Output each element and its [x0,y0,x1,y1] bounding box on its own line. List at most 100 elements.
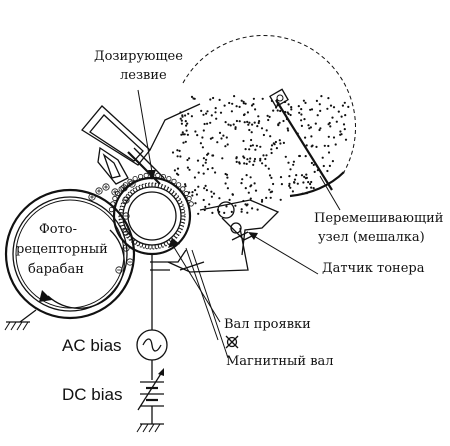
charge-sign [102,183,110,191]
toner-dot [251,123,254,126]
toner-dot [184,120,187,123]
toner-dot [329,104,333,107]
toner-dot [341,104,344,107]
toner-dot [251,207,254,210]
toner-dot [272,182,275,186]
toner-sensor-label: Датчик тонера [322,261,425,276]
toner-dot [204,184,207,187]
toner-dot [187,112,190,115]
toner-dot [276,109,279,112]
toner-particles [171,95,350,215]
carrier-bead [155,172,161,178]
toner-dot [244,148,247,151]
charge-sign [111,188,119,196]
toner-dot [250,184,253,187]
toner-dot [318,103,321,106]
toner-dot [292,163,295,166]
roller-tick [178,227,183,230]
roller-tick [176,230,181,233]
toner-dot [211,211,214,214]
toner-dot [300,113,303,116]
toner-dot [248,148,251,151]
toner-dot [268,115,271,118]
toner-dot [337,110,340,113]
toner-dot [282,119,285,123]
toner-dot [268,188,271,191]
toner-dot [202,198,205,202]
toner-dot [253,157,257,161]
toner-dot [327,123,330,126]
carrier-bead [186,195,192,202]
toner-dot [270,144,274,147]
toner-dot [270,190,274,193]
charge-sign [95,187,103,195]
drum-rotation-arrow [39,290,52,302]
toner-dot [245,174,248,177]
toner-dot [269,196,272,199]
toner-dot [191,191,194,194]
doctor-blade-label-2: лезвие [120,68,167,83]
toner-dot [202,172,205,175]
toner-dot [295,174,298,177]
toner-dot [310,145,313,148]
toner-dot [318,128,321,132]
toner-dot [212,96,215,100]
ac-bias-label: AC bias [62,336,122,355]
toner-dot [305,173,308,176]
toner-dot [235,160,238,163]
dc-bias-label: DC bias [62,385,122,404]
drum-label-2: рецепторный [16,242,108,257]
toner-dot [258,120,261,123]
toner-dot [279,109,282,113]
toner-dot [328,164,331,167]
toner-dot [214,111,217,114]
magnetic-roller-label: Магнитный вал [226,354,334,369]
developer-roller-label: Вал проявки [224,317,311,332]
toner-dot [307,124,310,127]
toner-dot [284,155,287,158]
toner-dot [331,116,334,119]
toner-dot [300,124,303,127]
carrier-bead [171,178,177,184]
roller-tick [144,244,147,249]
toner-dot [277,124,280,127]
toner-dot [202,129,205,132]
toner-dot [206,110,209,113]
toner-dot [197,171,200,174]
toner-dot [182,141,185,144]
toner-dot [205,189,208,192]
toner-dot [300,119,303,122]
toner-dot [225,205,228,208]
toner-dot [300,108,303,111]
toner-dot [175,172,179,175]
toner-dot [248,128,251,132]
toner-dot [343,128,346,131]
toner-dot [224,145,227,148]
roller-tick [132,189,136,193]
toner-dot [212,192,216,195]
toner-dot [184,140,187,143]
toner-dot [262,154,265,157]
roller-tick [166,187,169,192]
drum-ground-icon [4,309,37,331]
toner-dot [275,147,278,150]
toner-dot [243,162,246,165]
toner-dot [267,167,270,170]
toner-dot [264,164,267,167]
toner-dot [242,139,245,143]
toner-dot [200,109,203,112]
toner-dot [226,143,229,146]
toner-dot [293,181,296,184]
roller-tick [175,232,179,236]
toner-dot [319,109,322,112]
toner-dot [184,114,187,117]
toner-dot [304,101,307,104]
toner-dot [206,153,209,156]
drum-label-1: Фото- [39,222,77,237]
toner-dot [218,131,222,134]
toner-dot [249,197,252,200]
toner-dot [293,178,297,181]
toner-dot [252,103,255,106]
toner-dot [254,108,257,111]
toner-dot [240,182,243,185]
